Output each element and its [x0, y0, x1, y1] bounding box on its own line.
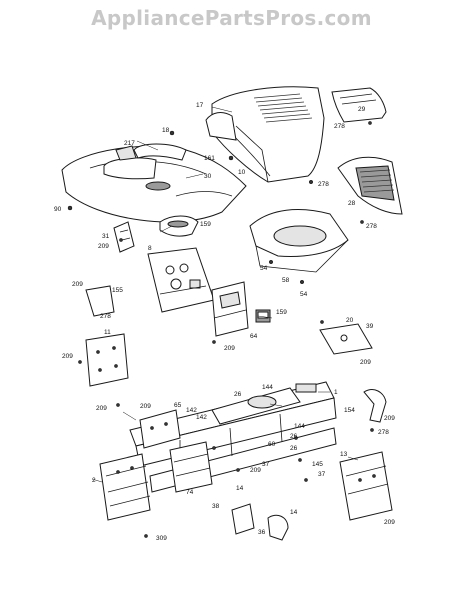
- part-label: 278: [334, 123, 345, 130]
- part-label: 209: [98, 243, 109, 250]
- hood-grille: [253, 93, 313, 123]
- part-label: 209: [250, 467, 261, 474]
- mid-plate: [169, 441, 213, 493]
- part-label: 31: [102, 233, 110, 240]
- part-label: 65: [174, 402, 182, 409]
- part-label: 26: [290, 433, 298, 440]
- part-label: 58: [282, 277, 290, 284]
- front-bracket: [139, 409, 181, 449]
- part-label: 54: [260, 265, 268, 272]
- part-label: 2: [92, 477, 96, 484]
- lower-bracket: [113, 221, 135, 253]
- hardware: [67, 121, 374, 538]
- part-label: 217: [124, 140, 135, 147]
- hood: [205, 86, 325, 183]
- part-label: 144: [294, 423, 305, 430]
- part-label: 161: [204, 155, 215, 162]
- front-grille: [337, 156, 403, 215]
- part-label: 20: [346, 317, 354, 324]
- part-label: 309: [156, 535, 167, 542]
- mounting-plate: [319, 323, 373, 355]
- part-label: 209: [96, 405, 107, 412]
- front-bumper: [99, 453, 151, 521]
- part-label: 209: [62, 353, 73, 360]
- rear-bracket: [363, 389, 387, 423]
- part-label: 36: [258, 529, 266, 536]
- part-label: 74: [186, 489, 194, 496]
- part-label: 142: [196, 414, 207, 421]
- battery-box: [211, 281, 249, 337]
- part-label: 37: [318, 471, 326, 478]
- part-label: 154: [344, 407, 355, 414]
- leader-lines: [91, 106, 359, 483]
- part-label: 37: [262, 461, 270, 468]
- part-label: 278: [366, 223, 377, 230]
- part-label: 90: [54, 206, 62, 213]
- part-label: 209: [72, 281, 83, 288]
- part-label: 14: [236, 485, 244, 492]
- part-label: 60: [268, 441, 276, 448]
- dash-console: [147, 247, 215, 313]
- part-label: 209: [384, 415, 395, 422]
- part-label: 278: [378, 429, 389, 436]
- relay: [255, 309, 271, 323]
- steering-boot: [159, 215, 199, 237]
- part-label: 209: [360, 359, 371, 366]
- part-label: 278: [318, 181, 329, 188]
- dash-panel-top: [331, 87, 387, 123]
- part-label: 29: [358, 106, 366, 113]
- part-label: 142: [186, 407, 197, 414]
- seat-pan: [249, 209, 349, 273]
- part-label: 209: [384, 519, 395, 526]
- part-label: 14: [290, 509, 298, 516]
- part-label: 11: [104, 329, 111, 336]
- part-label: 54: [300, 291, 308, 298]
- part-label: 26: [234, 391, 242, 398]
- part-label: 1: [334, 389, 338, 396]
- part-label: 159: [276, 309, 287, 316]
- bracket-155: [85, 285, 115, 317]
- part-label: 39: [366, 323, 374, 330]
- fender: [61, 143, 247, 223]
- part-label: 13: [340, 451, 348, 458]
- part-label: 209: [140, 403, 151, 410]
- part-label: 144: [262, 384, 273, 391]
- part-label: 26: [290, 445, 298, 452]
- side-plate: [85, 333, 129, 387]
- part-label: 209: [224, 345, 235, 352]
- part-label: 38: [212, 503, 220, 510]
- part-label: 17: [196, 102, 204, 109]
- part-label: 10: [238, 169, 246, 176]
- part-label: 159: [200, 221, 211, 228]
- part-label: 145: [312, 461, 323, 468]
- part-label: 28: [348, 200, 356, 207]
- part-label: 64: [250, 333, 258, 340]
- part-labels: 17 29 278 217 18 161 10 30 278 28 90 278…: [54, 102, 395, 542]
- rear-plate: [339, 451, 393, 521]
- part-label: 155: [112, 287, 123, 294]
- watermark: AppliancePartsPros.com: [91, 6, 372, 30]
- part-label: 8: [148, 245, 152, 252]
- part-label: 278: [100, 313, 111, 320]
- bottom-brackets: [231, 503, 289, 541]
- part-label: 18: [162, 127, 170, 134]
- part-label: 30: [204, 173, 212, 180]
